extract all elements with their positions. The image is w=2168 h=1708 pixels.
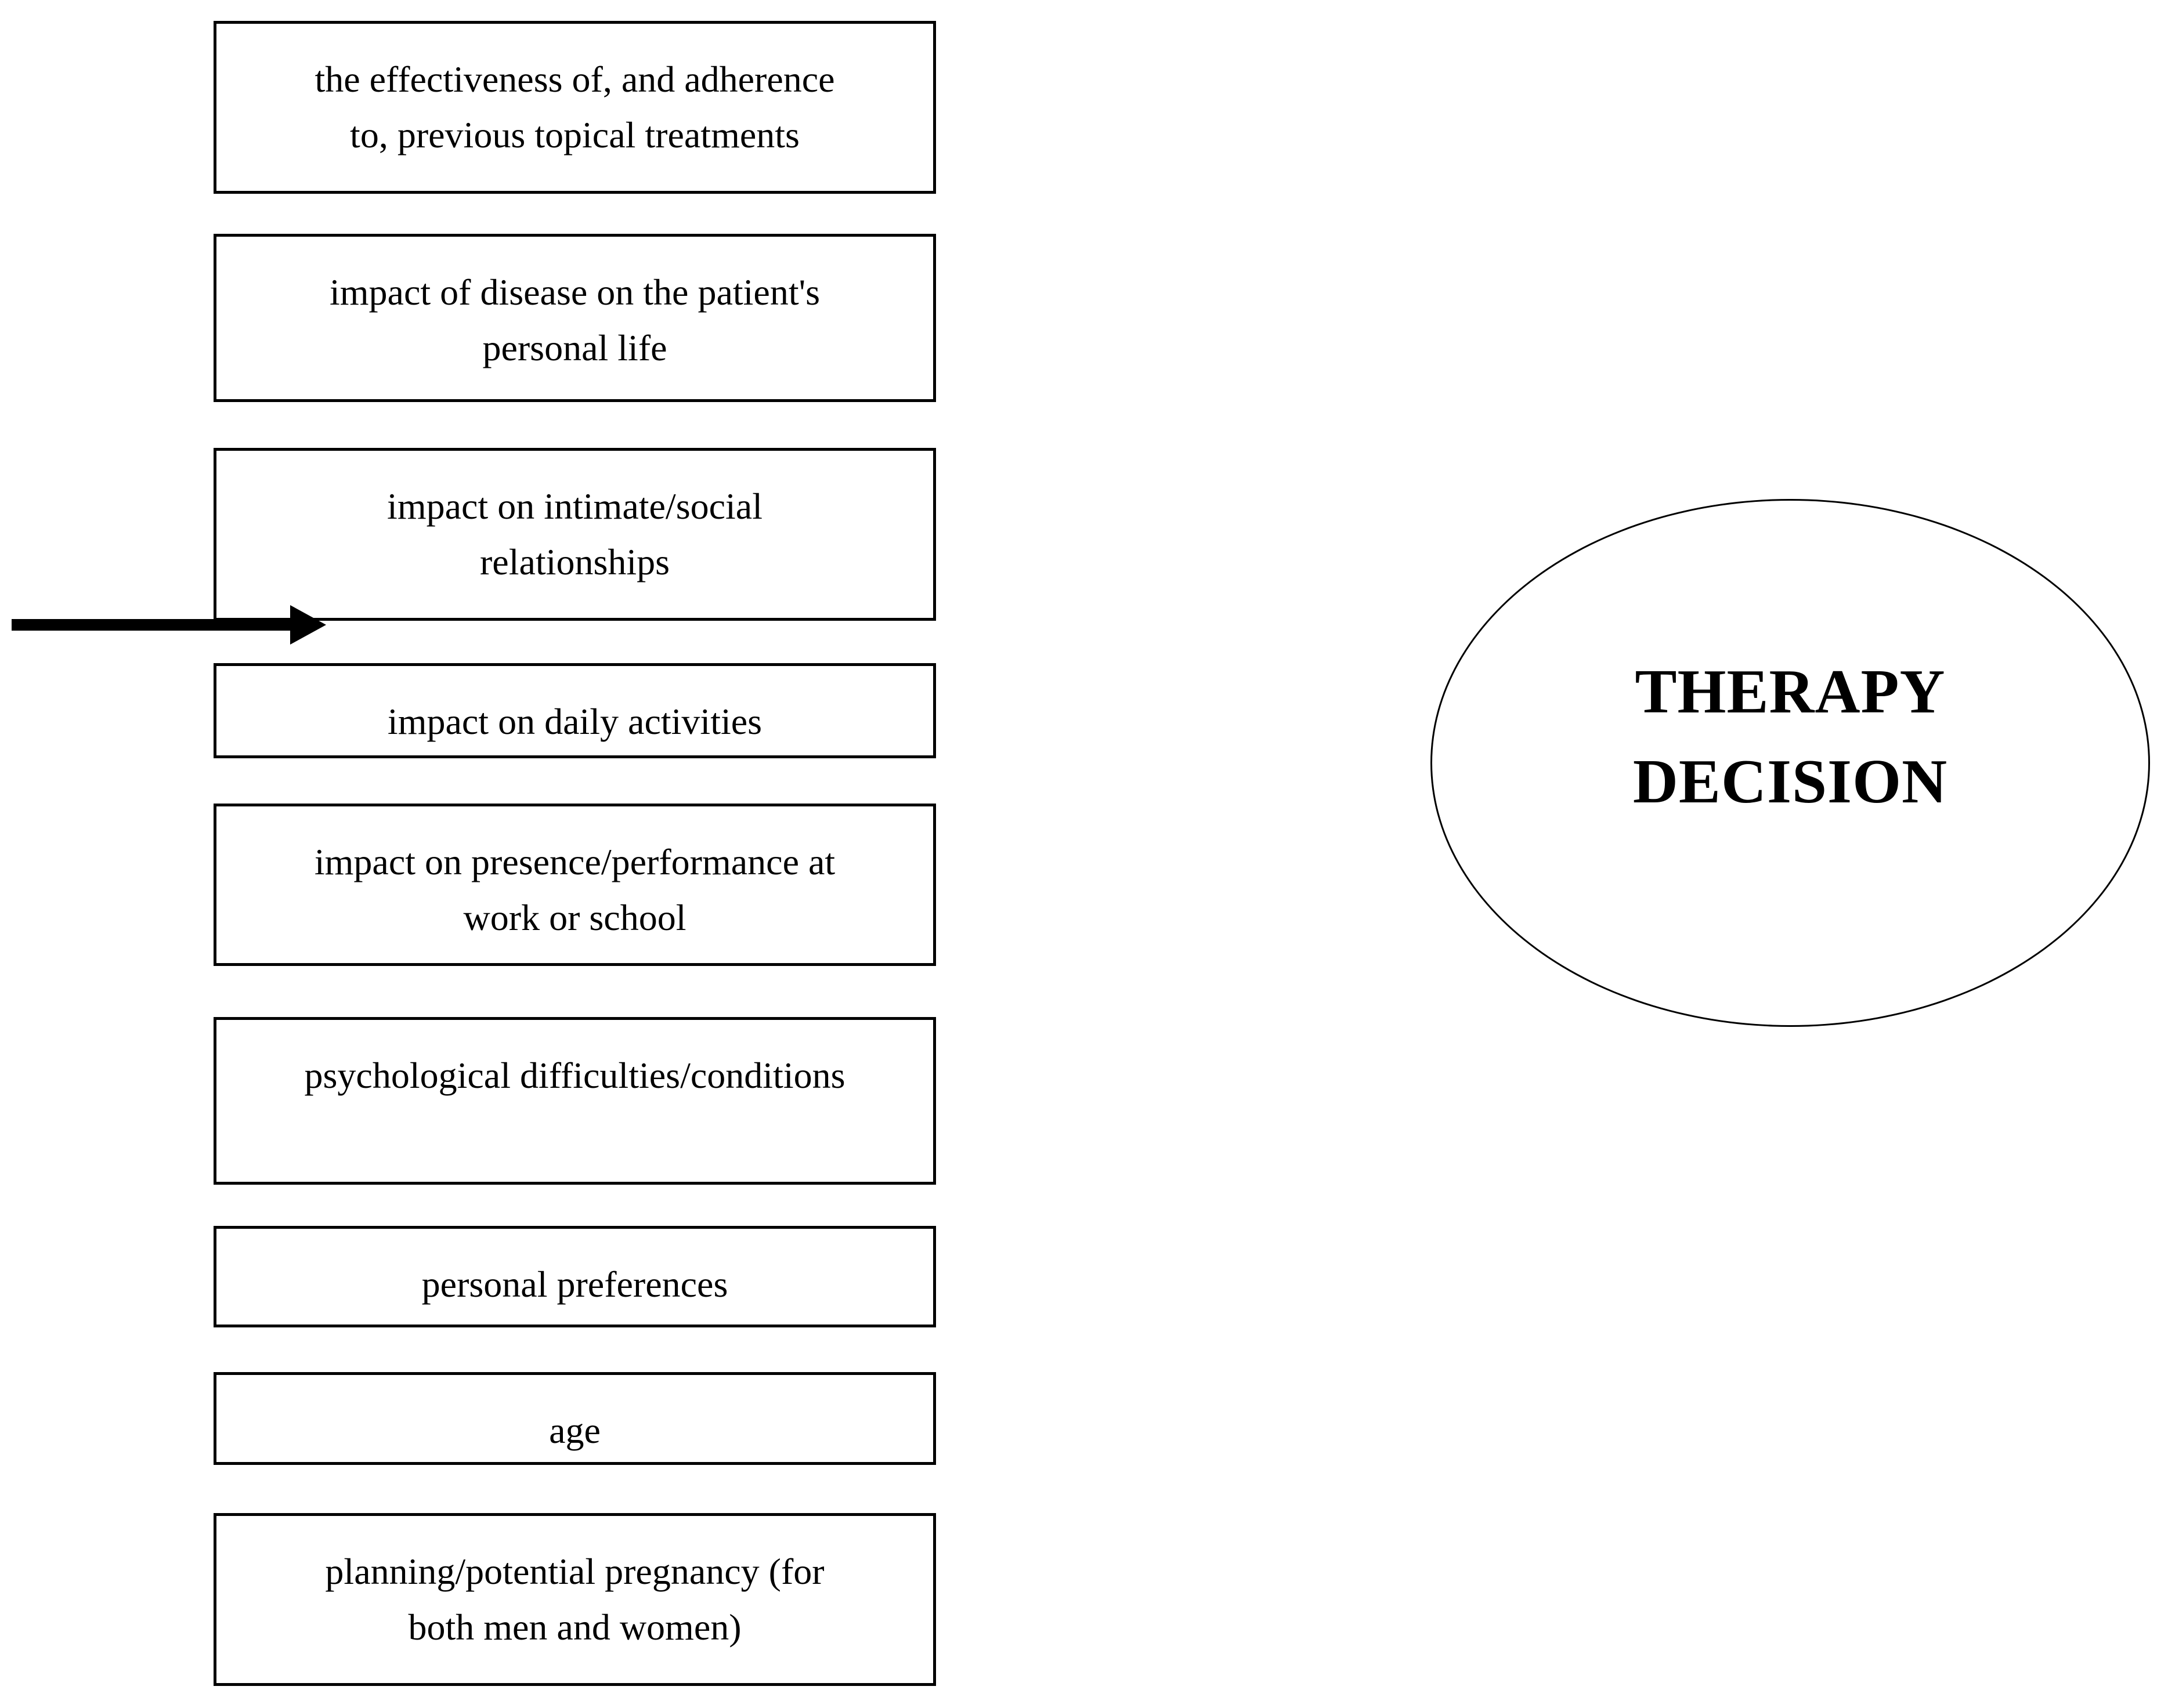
factor-box: impact on presence/performance at work or… xyxy=(214,804,936,966)
factor-label-line: to, previous topical treatments xyxy=(350,114,800,155)
factor-label-line: personal life xyxy=(482,327,667,368)
factor-label-line: planning/potential pregnancy (for xyxy=(325,1551,825,1592)
factor-box: impact on daily activities xyxy=(214,663,936,758)
factor-label-line: impact on presence/performance at xyxy=(314,841,836,882)
arrow-shaft xyxy=(12,619,290,631)
factor-label-line: work or school xyxy=(463,897,686,938)
factor-box: personal preferences xyxy=(214,1226,936,1327)
factor-label-line: impact on intimate/social xyxy=(387,486,763,527)
factor-label-line: the effectiveness of, and adherence xyxy=(315,59,835,100)
therapy-decision-ellipse: THERAPY DECISION xyxy=(1430,499,2150,1027)
factor-label-line: personal preferences xyxy=(421,1264,728,1305)
factor-box: psychological difficulties/conditions xyxy=(214,1017,936,1185)
factor-label-line: impact of disease on the patient's xyxy=(329,272,821,313)
arrow-head xyxy=(290,605,326,645)
factor-label-line: psychological difficulties/conditions xyxy=(304,1055,845,1096)
factor-label-line: both men and women) xyxy=(408,1606,742,1648)
factor-label-line: age xyxy=(549,1410,601,1451)
factor-box: impact on intimate/social relationships xyxy=(214,448,936,621)
factor-box: impact of disease on the patient's person… xyxy=(214,234,936,402)
arrow-right-icon xyxy=(0,598,348,656)
therapy-decision-label-line1: THERAPY xyxy=(1635,657,1946,726)
therapy-decision-label-line2: DECISION xyxy=(1632,747,1948,816)
factor-box: planning/potential pregnancy (for both me… xyxy=(214,1513,936,1686)
factor-box: the effectiveness of, and adherence to, p… xyxy=(214,21,936,194)
factor-label-line: relationships xyxy=(479,541,670,582)
factor-label-line: impact on daily activities xyxy=(387,701,763,742)
factor-box: age xyxy=(214,1372,936,1465)
